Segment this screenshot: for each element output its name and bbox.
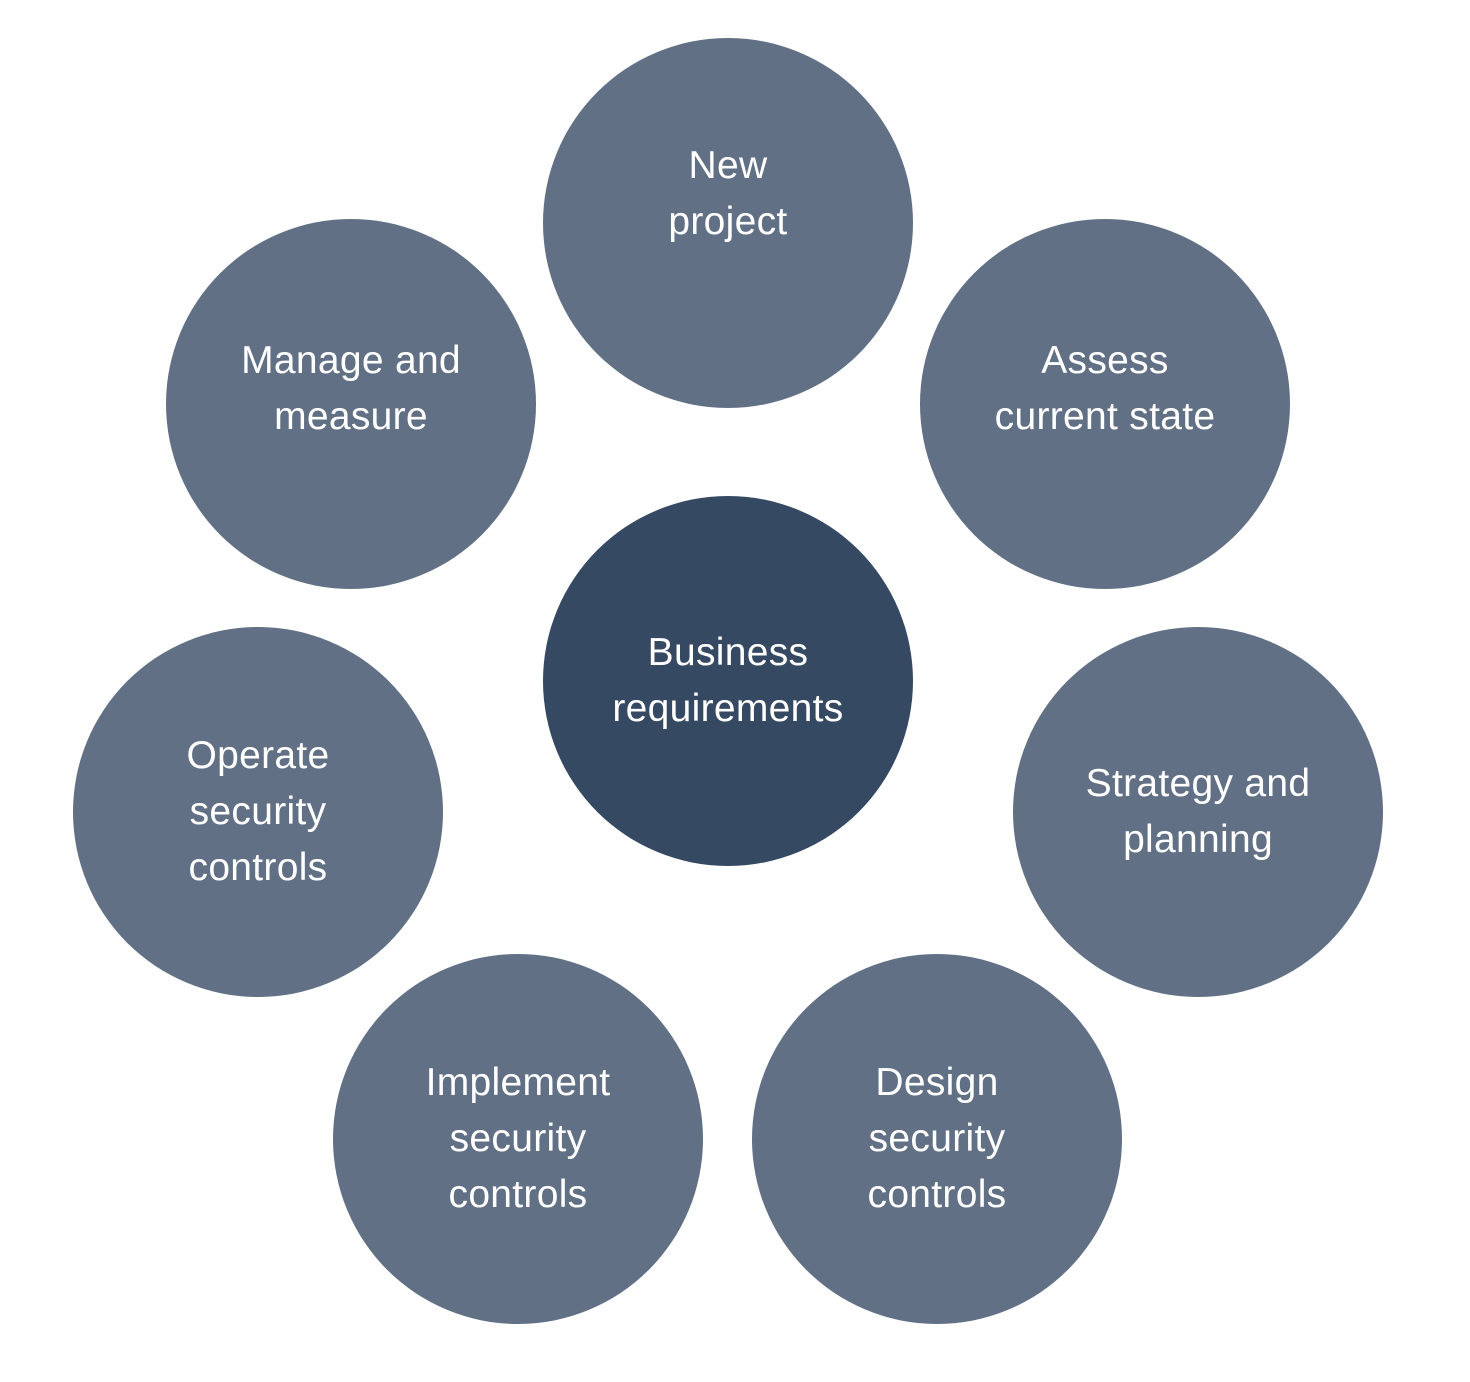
node-label: Design security controls [867, 1061, 1007, 1216]
node-label: Manage and measure [241, 339, 461, 438]
circle-strategy-and-planning: Strategy and planning [1013, 627, 1383, 997]
circle-design-security-controls: Design security controls [752, 954, 1122, 1324]
node-label: New project [668, 144, 788, 243]
node-label: Assess current state [994, 339, 1216, 438]
node-label: Implement security controls [425, 1061, 611, 1216]
circle-implement-security-controls: Implement security controls [333, 954, 703, 1324]
center-label: Business requirements [612, 631, 844, 730]
node-label: Strategy and planning [1085, 762, 1311, 861]
circle-manage-and-measure: Manage and measure [166, 219, 536, 589]
circle-assess-current-state: Assess current state [920, 219, 1290, 589]
center-circle-business-requirements: Business requirements [543, 496, 913, 866]
circle-new-project: New project [543, 38, 913, 408]
circle-operate-security-controls: Operate security controls [73, 627, 443, 997]
node-label: Operate security controls [186, 734, 330, 889]
